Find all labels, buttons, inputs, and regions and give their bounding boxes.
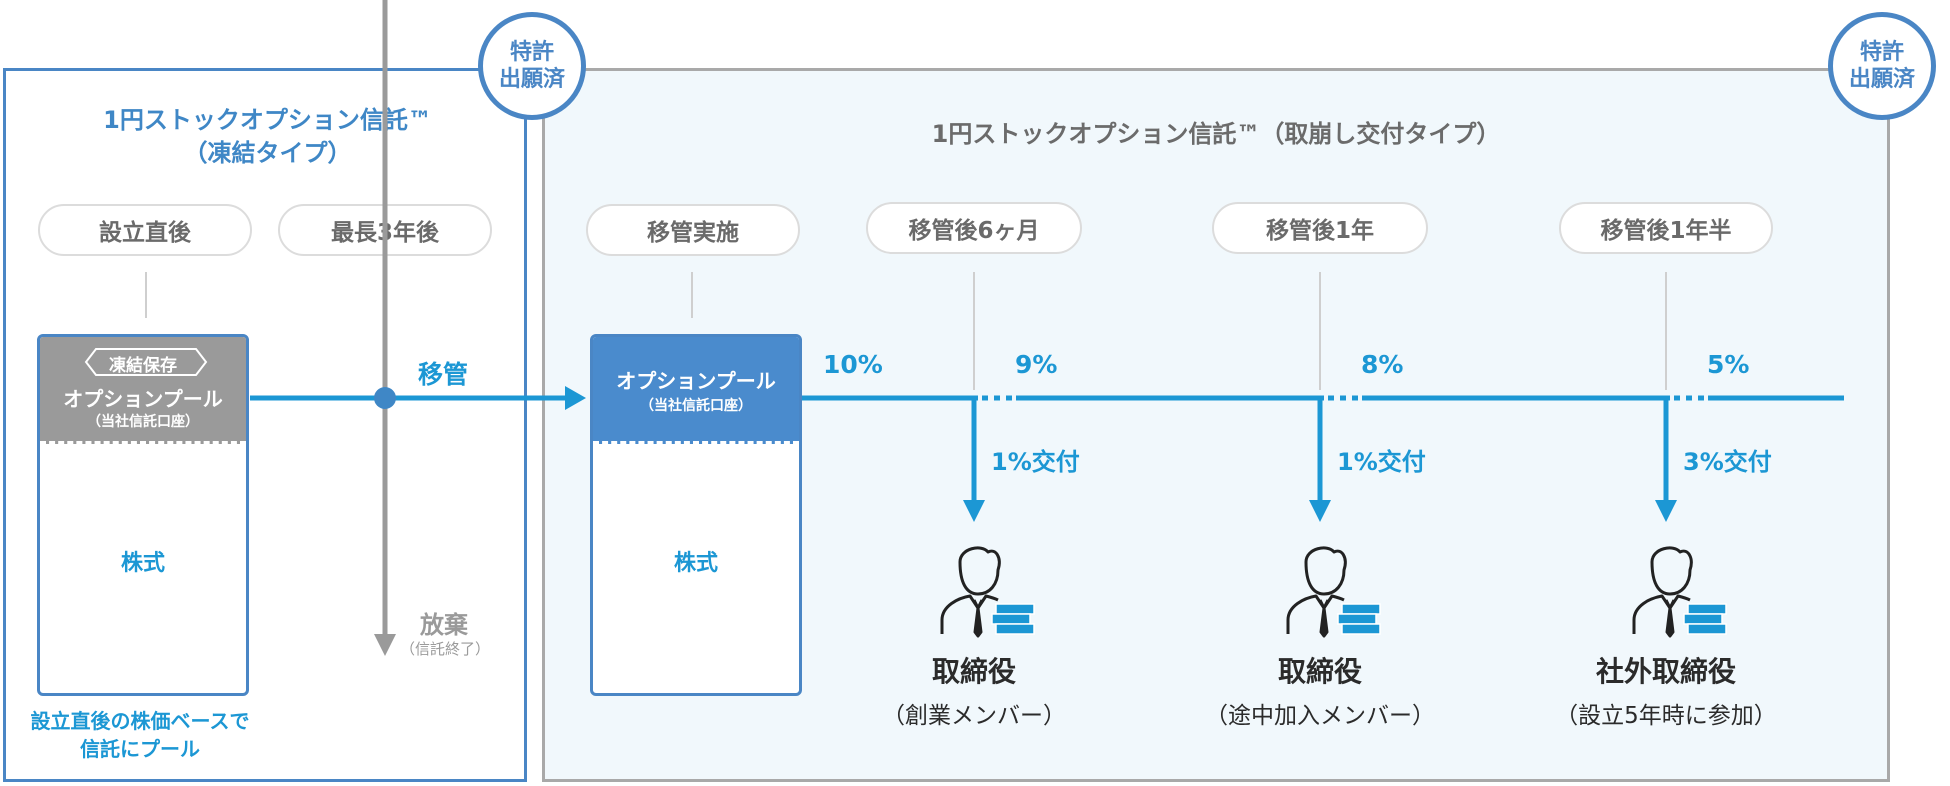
frozen-tag: 凍結保存	[109, 356, 177, 376]
delivery-label-3: 3%交付	[1683, 448, 1772, 476]
drawdown-pool-subtitle: （当社信託口座）	[640, 398, 752, 414]
frozen-type-title: 1円ストックオプション信託™ （凍結タイプ）	[10, 104, 525, 170]
recipient-note-3: （設立5年時に参加）	[1555, 703, 1777, 729]
abandon-sublabel: （信託終了）	[399, 640, 490, 658]
delivery-label-1: 1%交付	[991, 448, 1080, 476]
frozen-pool-note: 設立直後の株価ベースで 信託にプール	[10, 707, 270, 763]
phase-pill-1-year: 移管後1年	[1212, 202, 1428, 254]
abandon-label: 放棄	[420, 611, 468, 639]
drawdown-pool-stock: 株式	[673, 551, 718, 576]
pct-label-1-5-years: 5%	[1707, 350, 1750, 379]
delivery-arrow-head	[1309, 500, 1331, 522]
delivery-arrow-head	[963, 500, 985, 522]
patent-pending-badge-right: 特許 出願済	[1828, 12, 1936, 120]
phase-pill-establish: 設立直後	[38, 204, 252, 256]
frozen-tag-frame	[84, 348, 208, 376]
delivery-label-2: 1%交付	[1337, 448, 1426, 476]
drawdown-pool-title: オプションプール	[616, 369, 776, 393]
frozen-pool-stock: 株式	[120, 551, 165, 576]
recipient-role-2: 取締役	[1277, 655, 1362, 688]
pct-label-6-months: 9%	[1015, 350, 1058, 379]
badge-line1: 特許	[509, 40, 554, 65]
junction-dot	[374, 387, 396, 409]
frozen-note-line2: 信託にプール	[80, 737, 200, 761]
phase-pill-transfer: 移管実施	[586, 204, 800, 256]
person-with-cash-icon	[1632, 546, 1727, 638]
recipient-role-3: 社外取締役	[1595, 655, 1736, 688]
frozen-title-line1: 1円ストックオプション信託™	[103, 106, 432, 134]
frozen-pool-box: 凍結保存 オプションプール （当社信託口座） 株式	[37, 334, 249, 696]
badge-line2: 出願済	[1848, 67, 1915, 92]
transfer-arrow-head	[565, 386, 586, 410]
pct-label-transfer: 10%	[823, 350, 883, 379]
recipient-note-1: （創業メンバー）	[882, 703, 1066, 729]
badge-line1: 特許	[1859, 40, 1904, 65]
phase-pill-1-5-years: 移管後1年半	[1559, 202, 1773, 254]
delivery-arrow-head	[1655, 500, 1677, 522]
patent-pending-badge-left: 特許 出願済	[478, 12, 586, 120]
phase-pill-6-months: 移管後6ヶ月	[866, 202, 1082, 254]
frozen-pool-subtitle: （当社信託口座）	[87, 414, 199, 430]
badge-line2: 出願済	[498, 67, 565, 92]
transfer-label: 移管	[418, 360, 469, 389]
recipient-role-1: 取締役	[931, 655, 1016, 688]
abandon-arrow-head	[374, 634, 396, 656]
recipient-note-2: （途中加入メンバー）	[1205, 703, 1435, 729]
frozen-title-line2: （凍結タイプ）	[183, 139, 352, 167]
person-with-cash-icon	[1286, 546, 1381, 638]
frozen-note-line1: 設立直後の株価ベースで	[30, 709, 250, 733]
person-with-cash-icon	[940, 546, 1035, 638]
pct-label-1-year: 8%	[1361, 350, 1404, 379]
frozen-pool-title: オプションプール	[63, 387, 223, 411]
drawdown-type-title: 1円ストックオプション信託™（取崩し交付タイプ）	[931, 120, 1501, 148]
frozen-pool-header	[40, 337, 246, 444]
drawdown-pool-header	[593, 337, 799, 444]
drawdown-pool-box: オプションプール （当社信託口座） 株式	[590, 334, 802, 696]
